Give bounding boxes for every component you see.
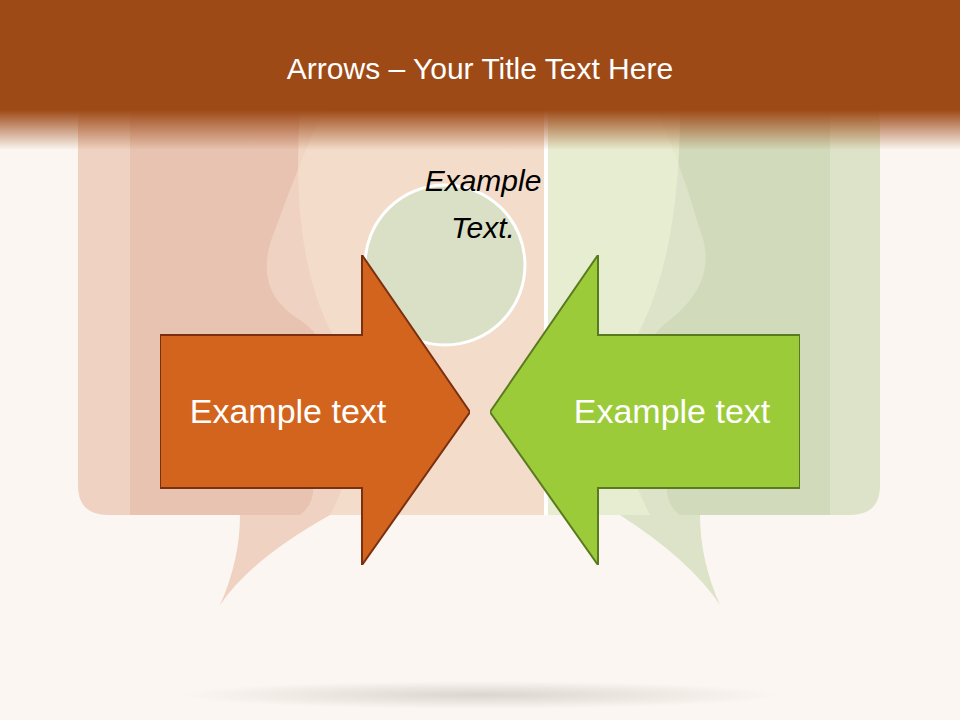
floor-shadow (180, 681, 780, 709)
arrow-label: Example text (574, 388, 771, 436)
arrow-text-area: Example text (160, 335, 416, 488)
green-arrow: Example text (490, 255, 800, 565)
header-bar (0, 0, 960, 110)
arrow-text-area: Example text (544, 335, 800, 488)
orange-arrow: Example text (160, 255, 470, 565)
arrow-label: Example text (190, 388, 387, 436)
arrow-shape (160, 255, 470, 565)
arrow-shape (490, 255, 800, 565)
note-text: Example Text. (398, 158, 568, 251)
header-fade (0, 110, 960, 150)
slide-title: Arrows – Your Title Text Here (0, 52, 960, 86)
